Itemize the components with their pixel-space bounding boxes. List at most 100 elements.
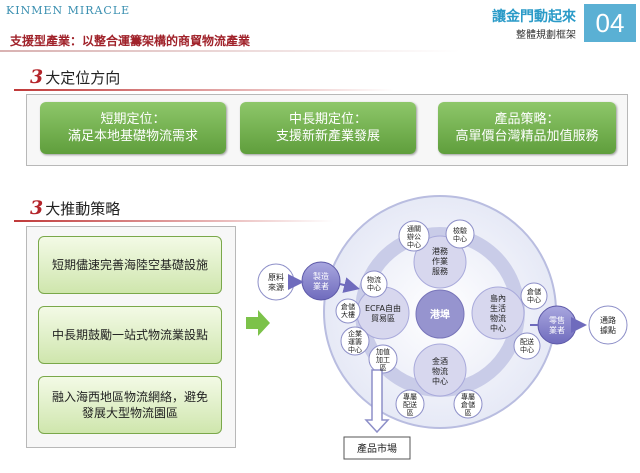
small-node-label: 中心 xyxy=(527,295,541,304)
flow-arrow xyxy=(339,277,360,293)
strategy-item-line: 發展大型物流園區 xyxy=(81,406,178,420)
positioning-item-heading: 產品策略： xyxy=(494,112,560,127)
raw-material-label: 原料 xyxy=(268,272,284,282)
small-node-label: 檢驗 xyxy=(453,226,467,235)
small-node-label: 專屬 xyxy=(461,392,475,401)
positioning-number: 3 xyxy=(30,66,44,88)
small-node-label: 中心 xyxy=(453,234,467,243)
small-node-label: 加值 xyxy=(376,347,390,356)
kinmen-liquor-label: 中心 xyxy=(432,376,448,386)
small-node-label: 配送 xyxy=(403,400,417,409)
small-node-label: 物流 xyxy=(367,275,381,284)
product-market-box xyxy=(343,436,411,460)
strategy-item: 中長期鼓勵一站式物流業設點 xyxy=(38,306,222,364)
strategy-item: 融入海西地區物流網絡，避免 發展大型物流園區 xyxy=(38,376,222,434)
island-logistics-label: 物流 xyxy=(490,313,506,323)
small-node-circle xyxy=(453,389,483,419)
island-logistics-label: 島內 xyxy=(490,293,506,303)
header-subtitle: 整體規劃框架 xyxy=(516,30,576,41)
flow-arrow-icon xyxy=(246,310,270,336)
page-number-badge: 04 xyxy=(584,4,636,42)
small-node-circle xyxy=(513,332,541,360)
small-node-label: 企業 xyxy=(348,329,362,338)
retailer-label: 業者 xyxy=(549,325,565,335)
small-node-label: 大樓 xyxy=(341,310,355,319)
channel-label: 據點 xyxy=(600,325,616,335)
positioning-title: 大定位方向 xyxy=(45,69,121,87)
small-node-label: 倉儲 xyxy=(527,287,541,296)
kinmen-liquor-label: 物流 xyxy=(432,366,448,376)
small-node-label: 區 xyxy=(407,409,414,417)
port-service-label: 服務 xyxy=(432,266,448,276)
raw-material-node xyxy=(257,263,295,301)
small-node-label: 配送 xyxy=(520,337,534,346)
small-node-label: 中心 xyxy=(348,345,362,354)
small-node-label: 倉儲 xyxy=(341,302,355,311)
product-market-label: 產品市場 xyxy=(357,442,397,455)
ecfa-zone-label: ECFA自由 xyxy=(365,303,401,313)
manufacturer-label: 製造 xyxy=(313,271,329,281)
strategy-item-line: 融入海西地區物流網絡，避免 xyxy=(51,390,208,404)
retailer-label: 零售 xyxy=(549,315,565,325)
small-node-circle xyxy=(340,326,370,356)
channel-node xyxy=(588,305,628,345)
port-service-label: 港務 xyxy=(432,246,448,256)
small-node-label: 中心 xyxy=(520,345,534,354)
positioning-item-text: 高單價台灣精品加值服務 xyxy=(455,129,599,144)
small-node-circle xyxy=(360,270,388,298)
port-hub-label: 港埠 xyxy=(430,308,450,321)
small-node-circle xyxy=(445,219,475,249)
port-hub-circle xyxy=(415,289,465,339)
small-node-label: 區 xyxy=(465,409,472,417)
island-logistics-label: 中心 xyxy=(490,323,506,333)
brand-logo: KINMEN MIRACLE xyxy=(6,4,131,17)
subtitle-divider xyxy=(0,50,460,52)
down-arrow-icon xyxy=(364,369,390,434)
small-node-label: 中心 xyxy=(407,240,421,249)
small-node-circle xyxy=(520,282,548,310)
strategy-item-line: 短期儘速完善海陸空基礎設施 xyxy=(51,258,208,272)
subtitle-highlight: 商貿物流產業 xyxy=(178,34,251,48)
port-service-circle xyxy=(413,235,467,289)
positioning-item-product: 產品策略： 高單價台灣精品加值服務 xyxy=(438,102,616,154)
header-title: 讓金門動起來 xyxy=(492,9,576,25)
positioning-item-heading: 短期定位： xyxy=(100,112,166,127)
small-node-circle xyxy=(398,220,430,252)
strategy-divider xyxy=(14,220,334,222)
strategy-item-line: 中長期鼓勵一站式物流業設點 xyxy=(51,328,208,342)
slide-subtitle: 支援型產業：以整合運籌架構的商貿物流產業 xyxy=(10,32,250,49)
small-node-label: 中心 xyxy=(367,283,381,292)
small-node-label: 區 xyxy=(380,364,387,372)
small-node-circle xyxy=(335,298,361,324)
strategy-item: 短期儘速完善海陸空基礎設施 xyxy=(38,236,222,294)
positioning-item-text: 支援新新產業發展 xyxy=(275,129,380,144)
positioning-divider xyxy=(14,89,394,91)
strategy-number: 3 xyxy=(30,197,44,219)
small-node-label: 專屬 xyxy=(403,392,417,401)
positioning-item-short: 短期定位： 滿足本地基礎物流需求 xyxy=(40,102,226,154)
channel-label: 通路 xyxy=(600,315,616,325)
subtitle-rest: ：以整合運籌架構的 xyxy=(70,34,179,48)
small-node-label: 加工 xyxy=(376,355,390,364)
island-logistics-label: 生活 xyxy=(490,303,506,313)
manufacturer-label: 業者 xyxy=(313,281,329,291)
subtitle-prefix: 支援型產業 xyxy=(10,34,71,48)
positioning-item-mid-long: 中長期定位： 支援新新產業發展 xyxy=(240,102,416,154)
small-node-label: 辦公 xyxy=(407,232,421,241)
small-node-label: 運籌 xyxy=(348,337,362,346)
positioning-item-text: 滿足本地基礎物流需求 xyxy=(67,129,198,144)
small-node-circle xyxy=(368,344,398,374)
strategy-title: 大推動策略 xyxy=(45,200,121,218)
raw-material-label: 來源 xyxy=(268,283,284,292)
small-node-circle xyxy=(395,389,425,419)
positioning-item-heading: 中長期定位： xyxy=(288,112,367,127)
kinmen-liquor-circle xyxy=(413,343,467,397)
ecfa-zone-label: 貿易區 xyxy=(371,313,395,323)
small-node-label: 通關 xyxy=(407,224,421,233)
manufacturer-node xyxy=(301,261,341,301)
kinmen-liquor-label: 金酒 xyxy=(432,356,448,366)
island-logistics-circle xyxy=(471,286,525,340)
